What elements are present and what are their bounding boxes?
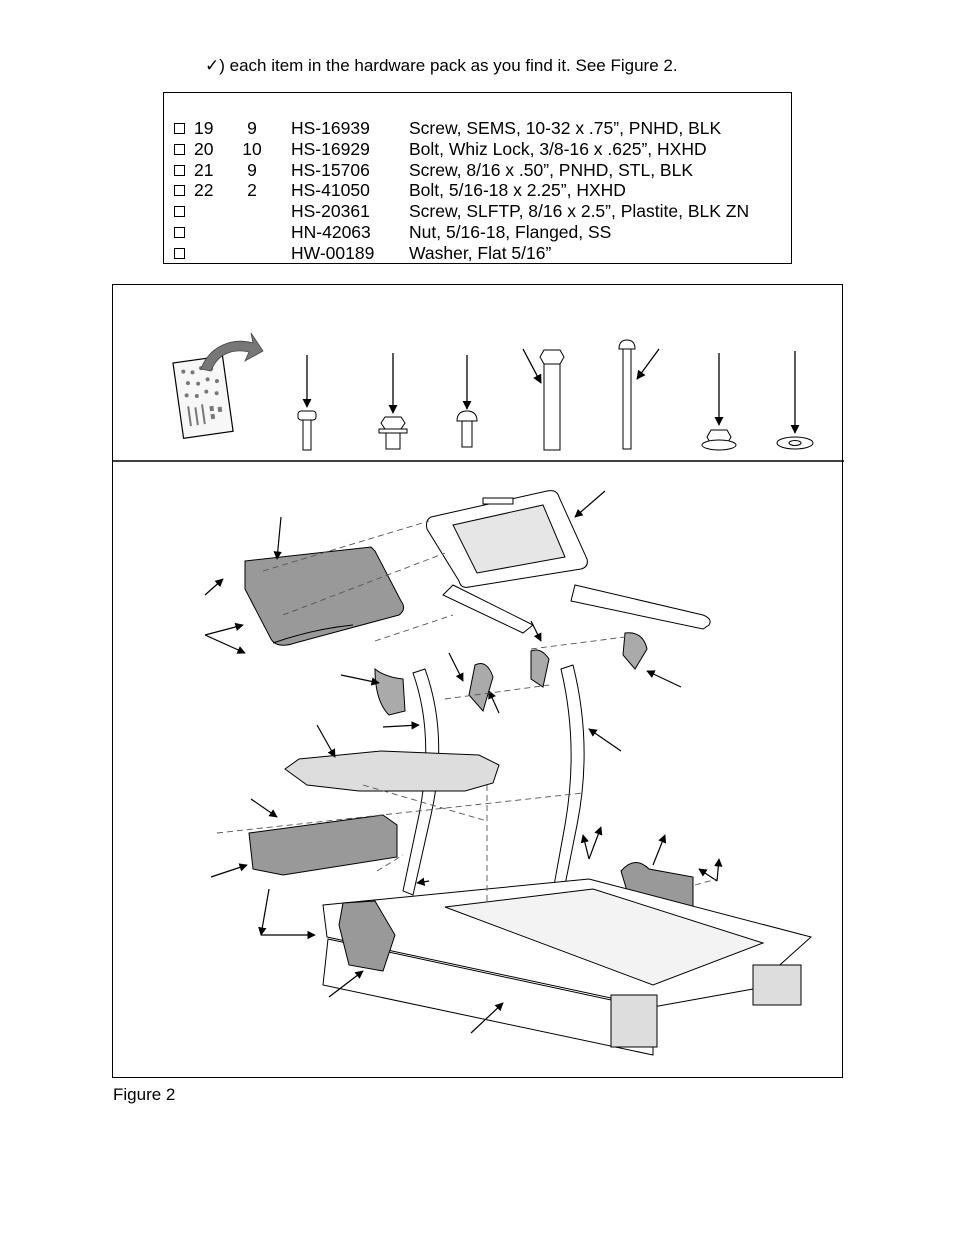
part-description: Nut, 5/16-18, Flanged, SS: [409, 222, 612, 242]
part-description: Bolt, 5/16-18 x 2.25”, HXHD: [409, 180, 626, 200]
hardware-row: 19 9 HS-16939 Screw, SEMS, 10-32 x .75”,…: [164, 118, 791, 139]
item-quantity: 9: [247, 118, 257, 138]
item-number: 19: [194, 118, 214, 138]
part-description: Screw, SEMS, 10-32 x .75”, PNHD, BLK: [409, 118, 722, 138]
hardware-row: 21 9 HS-15706 Screw, 8/16 x .50”, PNHD, …: [164, 160, 791, 181]
flanged-nut-icon: [701, 353, 737, 451]
part-description: Screw, 8/16 x .50”, PNHD, STL, BLK: [409, 160, 693, 180]
part-number: HN-42063: [291, 222, 371, 242]
figure-caption: Figure 2: [113, 1085, 176, 1104]
part-description: Bolt, Whiz Lock, 3/8-16 x .625”, HXHD: [409, 139, 707, 159]
whiz-lock-bolt-icon: [378, 353, 408, 450]
hardware-row: 20 10 HS-16929 Bolt, Whiz Lock, 3/8-16 x…: [164, 139, 791, 160]
part-number: HS-20361: [291, 201, 370, 221]
checkbox[interactable]: [174, 165, 185, 176]
hex-bolt-icon: [522, 348, 565, 451]
hardware-pack-icon: [172, 332, 264, 439]
hardware-row: HN-42063 Nut, 5/16-18, Flanged, SS: [164, 222, 791, 243]
intro-instruction: ✓) each item in the hardware pack as you…: [205, 56, 678, 76]
part-number: HS-15706: [291, 160, 370, 180]
assembly-guide-lines: [216, 520, 718, 903]
checkbox[interactable]: [174, 227, 185, 238]
part-number: HS-41050: [291, 180, 370, 200]
checkbox[interactable]: [174, 248, 185, 259]
part-description: Screw, SLFTP, 8/16 x 2.5”, Plastite, BLK…: [409, 201, 750, 221]
hardware-list: 19 9 HS-16939 Screw, SEMS, 10-32 x .75”,…: [163, 92, 792, 264]
callout-arrows: [204, 490, 723, 1034]
part-number: HS-16939: [291, 118, 370, 138]
long-screw-icon: [618, 339, 660, 450]
hardware-row: HW-00189 Washer, Flat 5/16”: [164, 243, 791, 264]
item-quantity: 2: [247, 180, 257, 200]
item-number: 22: [194, 180, 214, 200]
item-number: 20: [194, 139, 214, 159]
sems-screw-icon: [297, 355, 317, 451]
part-description: Washer, Flat 5/16”: [409, 243, 552, 263]
part-number: HW-00189: [291, 243, 375, 263]
item-number: 21: [194, 160, 214, 180]
hardware-row: HS-20361 Screw, SLFTP, 8/16 x 2.5”, Plas…: [164, 201, 791, 222]
part-number: HS-16929: [291, 139, 370, 159]
checkbox[interactable]: [174, 206, 185, 217]
treadmill-icon: [244, 490, 813, 1056]
assembly-illustration: [113, 332, 844, 1056]
checkbox[interactable]: [174, 185, 185, 196]
flat-washer-icon: [776, 351, 814, 450]
checkbox[interactable]: [174, 123, 185, 134]
pan-head-screw-icon: [456, 355, 478, 448]
hardware-row: 22 2 HS-41050 Bolt, 5/16-18 x 2.25”, HXH…: [164, 180, 791, 201]
item-quantity: 9: [247, 160, 257, 180]
check-mark-icon: ✓: [205, 56, 220, 76]
item-quantity: 10: [242, 139, 262, 159]
checkbox[interactable]: [174, 144, 185, 155]
intro-text: ) each item in the hardware pack as you …: [219, 56, 678, 75]
assembly-figure: [112, 284, 844, 1078]
